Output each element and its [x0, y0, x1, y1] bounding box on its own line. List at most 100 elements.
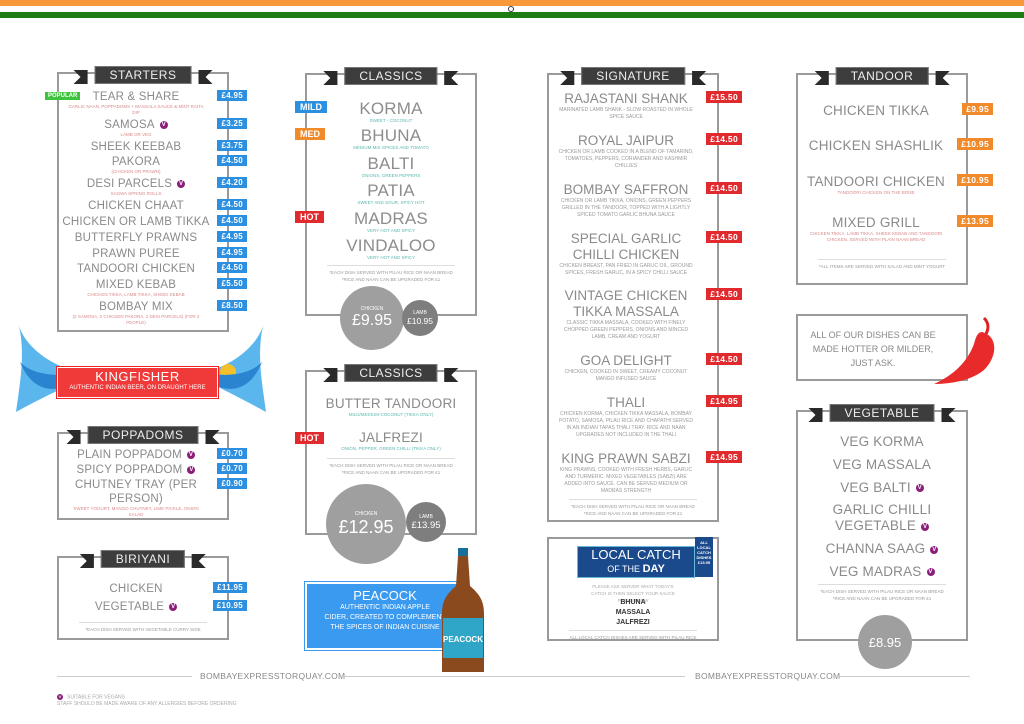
peacock-line: CIDER, CREATED TO COMPLEMENT [324, 614, 446, 621]
flag-stripe-saffron [0, 0, 1024, 6]
local-catch-price-badge: ALL LOCAL CATCH DISHES£13.95 [695, 537, 713, 577]
item-name: PATIA [307, 181, 475, 200]
item-description: VERY HOT AND SPICY [366, 254, 416, 260]
item-name-text: BUTTER TANDOORI [325, 396, 457, 411]
price-tag: £4.50 [217, 214, 247, 226]
item-name: PAKORA [61, 155, 211, 169]
price-tag: £11.95 [213, 582, 247, 593]
vegan-icon: V [186, 450, 195, 459]
price-tag: £15.50 [706, 91, 742, 103]
menu-item: CHICKEN CHAAT£4.50 [59, 199, 247, 213]
footer-divider [835, 676, 970, 677]
section-title: STARTERS [73, 66, 213, 84]
note: *EACH DISH SERVED WITH PILAU RICE OR NAA… [820, 589, 944, 594]
item-description: MARINATED LAMB SHANK - SLOW ROASTED IN W… [559, 107, 693, 120]
item-name-text: MADRAS [354, 208, 428, 228]
menu-item: CHUTNEY TRAY (PER PERSON)SWEET YOGURT, M… [59, 478, 247, 518]
item-description: LAMB OR VEG [120, 131, 152, 137]
note: *RICE AND NAAN CAN BE UPGRADED FOR £1 [341, 277, 441, 282]
website-link[interactable]: BOMBAYEXPRESSTORQUAY.COM [200, 671, 346, 681]
item-name-text: VEG MASSALA [832, 456, 932, 472]
price-tag: £14.95 [706, 395, 742, 408]
menu-item: DESI PARCELS V SAGWA SPRING ROLLS £4.20 [59, 177, 247, 197]
menu-item: PRAWN PUREE£4.95 [59, 246, 247, 261]
item-name: KING PRAWN SABZI [553, 451, 699, 467]
item-name-text: VEG KORMA [840, 434, 924, 449]
item-name: BOMBAY MIX [61, 300, 211, 314]
lamb-price: £10.95 [407, 316, 433, 326]
section-title: BIRIYANI [79, 550, 207, 568]
heat-level-tag: MED [295, 128, 325, 141]
item-name: THALI [553, 395, 699, 411]
vegan-icon: V [177, 180, 186, 189]
price-tag: £4.50 [217, 155, 247, 167]
item-name: BUTTER TANDOORI [307, 396, 475, 412]
item-name-text: VINTAGE CHICKEN TIKKA MASSALA [564, 288, 688, 320]
local-catch-subtitle-bold: DAY [642, 563, 665, 575]
note: *RICE AND NAAN CAN BE UPGRADED FOR £1 [583, 511, 683, 516]
item-name-text: KORMA [359, 99, 423, 118]
item-name-text: SAMOSA [104, 118, 155, 131]
item-name-text: DESI PARCELS [86, 178, 173, 191]
chakra-icon [508, 6, 514, 12]
item-name: CHUTNEY TRAY (PER PERSON) [61, 478, 211, 506]
item-name-text: SPICY POPPADOM [76, 464, 183, 476]
menu-item: VEG MASSALA [798, 457, 966, 473]
item-name: CHICKEN [61, 582, 211, 596]
menu-item: BOMBAY MIX(2 SAMOSA, 2 CHICKEN PAKORA, 2… [59, 299, 247, 326]
vegetable-price: £8.95 [868, 634, 902, 650]
menu-item: CHICKEN OR LAMB TIKKA£4.50 [59, 214, 247, 229]
item-name: TEAR & SHARE [61, 90, 211, 104]
price-tag: £4.20 [217, 177, 247, 189]
item-description: CHICKEN BREAST, PAN FRIED IN GARLIC OIL,… [559, 262, 693, 276]
sauce-option: JALFREZI [616, 619, 650, 626]
menu-item: CHICKEN SHASHLIK£10.95 [798, 138, 993, 154]
item-name-text: CHICKEN SHASHLIK [808, 138, 944, 154]
item-name-text: TANDOORI CHICKEN [77, 263, 195, 276]
note: *RICE AND NAAN CAN BE UPGRADED FOR £1 [832, 596, 932, 601]
peacock-line: AUTHENTIC INDIAN APPLE [340, 604, 430, 611]
price-tag: £14.50 [706, 181, 742, 194]
price-tag: £10.95 [212, 600, 247, 611]
item-name-text: MIXED GRILL [832, 214, 920, 230]
item-description: CHICKEN TIKKA, LAMB TIKKA, SHEEK KEBAB [87, 292, 185, 298]
item-name: MADRAS [307, 209, 475, 228]
price-tag: £0.70 [217, 463, 247, 474]
price-tag: £0.70 [217, 448, 247, 459]
item-name-text: KING PRAWN SABZI [561, 450, 691, 466]
price-tag: £4.50 [217, 262, 247, 274]
heat-level-tag: MILD [295, 101, 327, 113]
item-description: SWEET - COCONUT [369, 118, 413, 123]
peacock-cider-banner: PEACOCK AUTHENTIC INDIAN APPLE CIDER, CR… [304, 581, 466, 651]
sauce-option: MASSALA [615, 609, 651, 616]
item-description: CHICKEN TIKKA, LAMB TIKKA, SHEEK KEBAB A… [809, 230, 943, 242]
item-name-text: MIXED KEBAB [95, 279, 177, 292]
website-link[interactable]: BOMBAYEXPRESSTORQUAY.COM [695, 671, 841, 681]
price-tag: £10.95 [957, 173, 993, 186]
vegan-icon: V [921, 522, 930, 531]
chicken-price-circle: CHICKEN £9.95 [340, 286, 404, 350]
item-description: SAGWA SPRING ROLLS [110, 191, 162, 197]
popular-badge: POPULAR [45, 92, 81, 100]
item-description: (2 SAMOSA, 2 CHICKEN PAKORA, 2 DESI PARC… [72, 313, 200, 325]
item-name: BALTI [307, 154, 475, 173]
price-tag: £14.50 [706, 230, 742, 243]
item-name-text: PRAWN PUREE [92, 247, 180, 260]
item-name: CHICKEN TIKKA [802, 103, 950, 119]
item-name-text: CHANNA SAAG [825, 541, 926, 557]
price-label: CHICKEN [360, 306, 384, 312]
kingfisher-subtitle: AUTHENTIC INDIAN BEER, ON DRAUGHT HERE [69, 385, 206, 391]
item-name: VINTAGE CHICKEN TIKKA MASSALA [553, 288, 699, 320]
item-description: (CHICKEN OR PRAWN) [111, 169, 161, 175]
svg-text:PEACOCK: PEACOCK [443, 635, 483, 644]
